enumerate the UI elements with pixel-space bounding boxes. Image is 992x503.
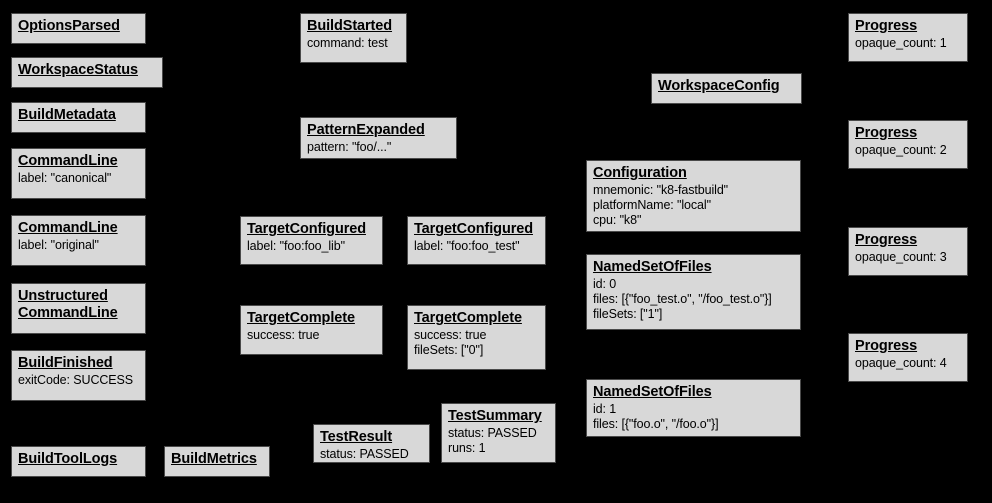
event-node-title: WorkspaceStatus bbox=[18, 62, 138, 78]
event-node-field: cpu: "k8" bbox=[593, 213, 642, 227]
event-node-fields: command: test bbox=[307, 36, 400, 51]
event-node-target-complete-lib[interactable]: TargetComplete success: true bbox=[240, 305, 383, 355]
event-node-workspace-status[interactable]: WorkspaceStatus bbox=[11, 57, 163, 88]
event-node-build-metadata[interactable]: BuildMetadata bbox=[11, 102, 146, 133]
event-node-title: BuildFinished bbox=[18, 355, 113, 371]
event-node-field: exitCode: SUCCESS bbox=[18, 373, 134, 387]
event-node-field: success: true bbox=[247, 328, 320, 342]
event-node-options-parsed[interactable]: OptionsParsed bbox=[11, 13, 146, 44]
event-node-fields: label: "canonical" bbox=[18, 171, 139, 186]
event-node-progress-1[interactable]: Progress opaque_count: 1 bbox=[848, 13, 968, 62]
event-node-field: fileSets: ["1"] bbox=[593, 307, 663, 321]
event-node-title: Configuration bbox=[593, 165, 687, 181]
event-node-command-line-original[interactable]: CommandLine label: "original" bbox=[11, 215, 146, 266]
event-node-target-configured-foo-test[interactable]: TargetConfigured label: "foo:foo_test" bbox=[407, 216, 546, 265]
event-node-title: Progress bbox=[855, 125, 918, 141]
event-node-fields: status: PASSED bbox=[320, 447, 423, 462]
event-node-field: id: 1 bbox=[593, 402, 617, 416]
event-node-field: opaque_count: 2 bbox=[855, 143, 947, 157]
event-node-field: success: true bbox=[414, 328, 487, 342]
event-node-build-metrics[interactable]: BuildMetrics bbox=[164, 446, 270, 477]
event-node-field: opaque_count: 1 bbox=[855, 36, 947, 50]
event-node-title: TargetComplete bbox=[247, 310, 355, 326]
event-node-fields: opaque_count: 1 bbox=[855, 36, 961, 51]
event-node-fields: pattern: "foo/..." bbox=[307, 140, 450, 155]
event-node-field: opaque_count: 4 bbox=[855, 356, 947, 370]
event-node-field: status: PASSED bbox=[320, 447, 409, 461]
event-node-title: TargetComplete bbox=[414, 310, 522, 326]
event-node-fields: label: "foo:foo_test" bbox=[414, 239, 539, 254]
event-node-field: mnemonic: "k8-fastbuild" bbox=[593, 183, 729, 197]
event-node-configuration[interactable]: Configuration mnemonic: "k8-fastbuild"pla… bbox=[586, 160, 801, 232]
event-node-fields: mnemonic: "k8-fastbuild"platformName: "l… bbox=[593, 183, 794, 228]
event-node-field: opaque_count: 3 bbox=[855, 250, 947, 264]
event-node-title: BuildStarted bbox=[307, 18, 393, 34]
event-node-title: Unstructured CommandLine bbox=[18, 288, 118, 321]
event-node-title: Progress bbox=[855, 232, 918, 248]
event-node-title: Progress bbox=[855, 18, 918, 34]
event-node-title: CommandLine bbox=[18, 220, 118, 236]
event-node-workspace-config[interactable]: WorkspaceConfig bbox=[651, 73, 802, 104]
event-node-unstructured-command-line[interactable]: Unstructured CommandLine bbox=[11, 283, 146, 334]
event-node-build-tool-logs[interactable]: BuildToolLogs bbox=[11, 446, 146, 477]
event-node-field: id: 0 bbox=[593, 277, 617, 291]
event-node-fields: opaque_count: 4 bbox=[855, 356, 961, 371]
event-node-field: files: [{"foo_test.o", "/foo_test.o"}] bbox=[593, 292, 772, 306]
event-node-field: files: [{"foo.o", "/foo.o"}] bbox=[593, 417, 719, 431]
event-node-title: TargetConfigured bbox=[247, 221, 366, 237]
event-node-title: TargetConfigured bbox=[414, 221, 533, 237]
event-node-fields: label: "foo:foo_lib" bbox=[247, 239, 376, 254]
event-node-field: command: test bbox=[307, 36, 388, 50]
event-node-fields: label: "original" bbox=[18, 238, 139, 253]
event-node-fields: exitCode: SUCCESS bbox=[18, 373, 139, 388]
event-node-title: TestResult bbox=[320, 429, 393, 445]
event-node-title: BuildToolLogs bbox=[18, 451, 118, 467]
event-node-title: NamedSetOfFiles bbox=[593, 259, 712, 275]
event-node-field: label: "original" bbox=[18, 238, 99, 252]
event-node-field: status: PASSED bbox=[448, 426, 537, 440]
event-node-progress-3[interactable]: Progress opaque_count: 3 bbox=[848, 227, 968, 276]
event-node-title: Progress bbox=[855, 338, 918, 354]
event-node-title: PatternExpanded bbox=[307, 122, 425, 138]
event-node-title: NamedSetOfFiles bbox=[593, 384, 712, 400]
event-node-progress-4[interactable]: Progress opaque_count: 4 bbox=[848, 333, 968, 382]
event-node-field: pattern: "foo/..." bbox=[307, 140, 392, 154]
event-node-title: TestSummary bbox=[448, 408, 542, 424]
event-node-field: label: "foo:foo_lib" bbox=[247, 239, 345, 253]
event-node-test-result[interactable]: TestResult status: PASSED bbox=[313, 424, 430, 463]
event-node-fields: opaque_count: 3 bbox=[855, 250, 961, 265]
event-node-fields: opaque_count: 2 bbox=[855, 143, 961, 158]
event-node-field: label: "canonical" bbox=[18, 171, 112, 185]
event-node-field: platformName: "local" bbox=[593, 198, 711, 212]
event-node-title: BuildMetadata bbox=[18, 107, 116, 123]
event-node-field: runs: 1 bbox=[448, 441, 486, 455]
event-node-field: fileSets: ["0"] bbox=[414, 343, 484, 357]
event-node-title: BuildMetrics bbox=[171, 451, 257, 467]
event-node-field: label: "foo:foo_test" bbox=[414, 239, 520, 253]
event-node-target-configured-foo-lib[interactable]: TargetConfigured label: "foo:foo_lib" bbox=[240, 216, 383, 265]
event-node-title: OptionsParsed bbox=[18, 18, 120, 34]
event-node-progress-2[interactable]: Progress opaque_count: 2 bbox=[848, 120, 968, 169]
event-node-title: CommandLine bbox=[18, 153, 118, 169]
event-node-pattern-expanded[interactable]: PatternExpanded pattern: "foo/..." bbox=[300, 117, 457, 159]
event-node-build-finished[interactable]: BuildFinished exitCode: SUCCESS bbox=[11, 350, 146, 401]
event-node-fields: success: true bbox=[247, 328, 376, 343]
event-node-build-started[interactable]: BuildStarted command: test bbox=[300, 13, 407, 63]
event-node-command-line-canonical[interactable]: CommandLine label: "canonical" bbox=[11, 148, 146, 199]
event-node-title: WorkspaceConfig bbox=[658, 78, 780, 94]
